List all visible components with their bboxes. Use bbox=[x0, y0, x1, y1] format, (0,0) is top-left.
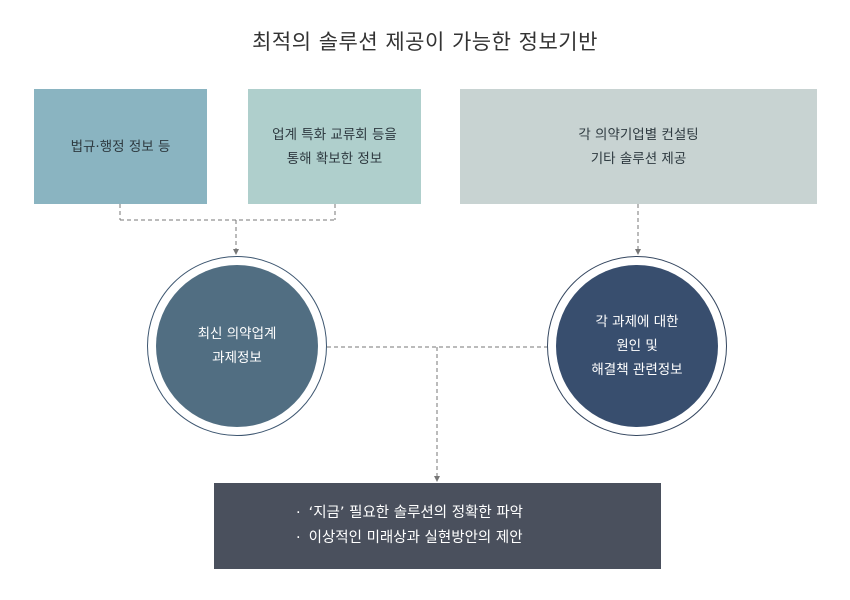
circle-industry-issues: 최신 의약업계 과제정보 bbox=[156, 265, 318, 427]
source-industry-line-1: 업계 특화 교류회 등을 bbox=[272, 126, 397, 143]
circle-left-line-1: 최신 의약업계 bbox=[197, 326, 277, 342]
result-item-text-1: ‘지금’ 필요한 솔루션의 정확한 파악 bbox=[308, 505, 524, 521]
result-item-text-2: 이상적인 미래상과 실현방안의 제안 bbox=[308, 530, 523, 546]
source-legal-line: 법규·행정 정보 등 bbox=[70, 138, 171, 155]
source-box-consulting: 각 의약기업별 컨설팅 기타 솔루션 제공 bbox=[460, 89, 817, 204]
source-consulting-line-1: 각 의약기업별 컨설팅 bbox=[578, 126, 699, 143]
source-box-industry: 업계 특화 교류회 등을 통해 확보한 정보 bbox=[248, 89, 421, 204]
source-box-legal: 법규·행정 정보 등 bbox=[34, 89, 207, 204]
circle-left-line-2: 과제정보 bbox=[212, 350, 262, 366]
circle-right-line-2: 원인 및 bbox=[616, 338, 658, 354]
circle-right-line-1: 각 과제에 대한 bbox=[595, 314, 679, 330]
result-item: · ‘지금’ 필요한 솔루션의 정확한 파악 bbox=[296, 501, 661, 526]
bullet-marker: · bbox=[296, 505, 301, 521]
circle-solution-info: 각 과제에 대한 원인 및 해결책 관련정보 bbox=[556, 265, 718, 427]
circle-right-line-3: 해결책 관련정보 bbox=[591, 362, 683, 378]
source-consulting-line-2: 기타 솔루션 제공 bbox=[590, 150, 687, 167]
result-item: · 이상적인 미래상과 실현방안의 제안 bbox=[296, 526, 661, 551]
result-box: · ‘지금’ 필요한 솔루션의 정확한 파악 · 이상적인 미래상과 실현방안의 제… bbox=[214, 483, 661, 569]
source-industry-line-2: 통해 확보한 정보 bbox=[286, 150, 383, 167]
bullet-marker: · bbox=[296, 530, 301, 546]
page-title: 최적의 솔루션 제공이 가능한 정보기반 bbox=[252, 30, 598, 54]
